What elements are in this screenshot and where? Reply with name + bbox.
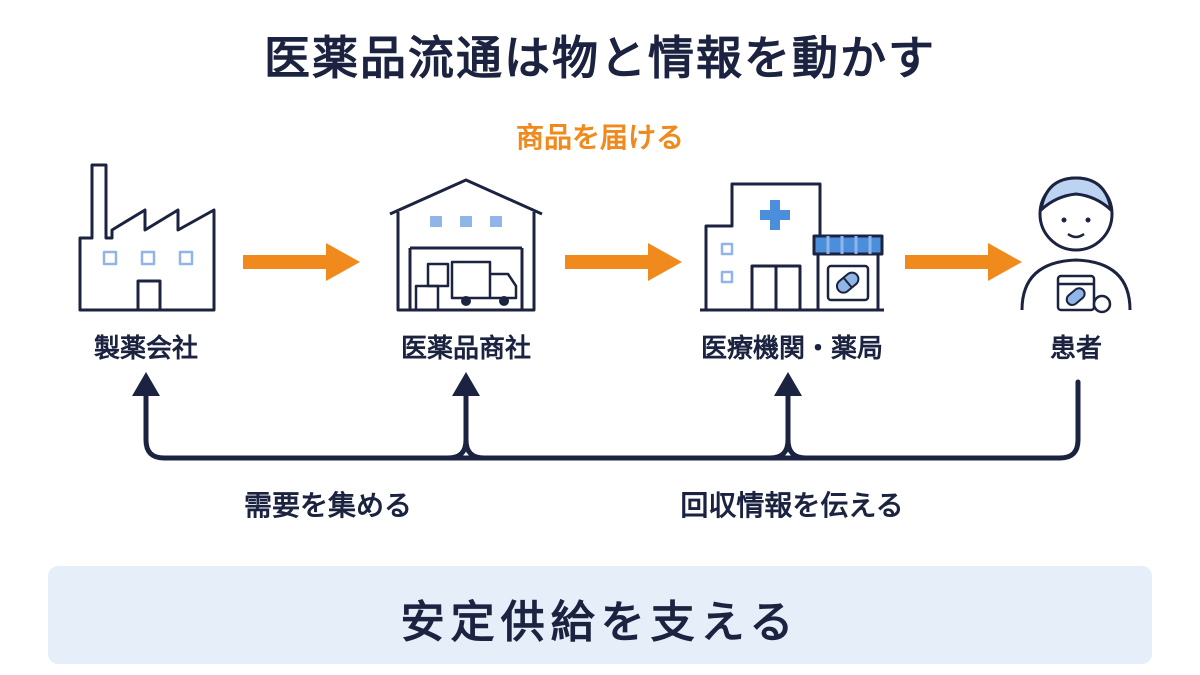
arrow-right-icon <box>905 243 1022 281</box>
delivery-flow-label: 商品を届ける <box>515 121 684 154</box>
arrow-right-icon <box>243 243 360 281</box>
patient-icon <box>1020 176 1132 314</box>
arrow-up-icon <box>452 372 480 396</box>
information-feedback-loop <box>143 379 1081 461</box>
page-title: 医薬品流通は物と情報を動かす <box>264 31 936 85</box>
hospital-pharmacy-icon <box>700 182 884 312</box>
node-label-medical-institution: 医療機関・薬局 <box>700 334 883 364</box>
node-label-wholesaler: 医薬品商社 <box>400 334 531 364</box>
node-label-patient: 患者 <box>1049 334 1102 364</box>
factory-icon <box>78 163 216 312</box>
arrow-up-icon <box>774 372 802 396</box>
recall-flow-label: 回収情報を伝える <box>680 489 904 522</box>
arrow-right-icon <box>565 243 682 281</box>
footer-text: 安定供給を支える <box>400 597 800 648</box>
footer-banner <box>48 566 1152 664</box>
demand-flow-label: 需要を集める <box>243 489 412 522</box>
node-label-manufacturer: 製薬会社 <box>93 334 198 364</box>
warehouse-icon <box>389 178 543 312</box>
arrow-up-icon <box>132 372 160 396</box>
